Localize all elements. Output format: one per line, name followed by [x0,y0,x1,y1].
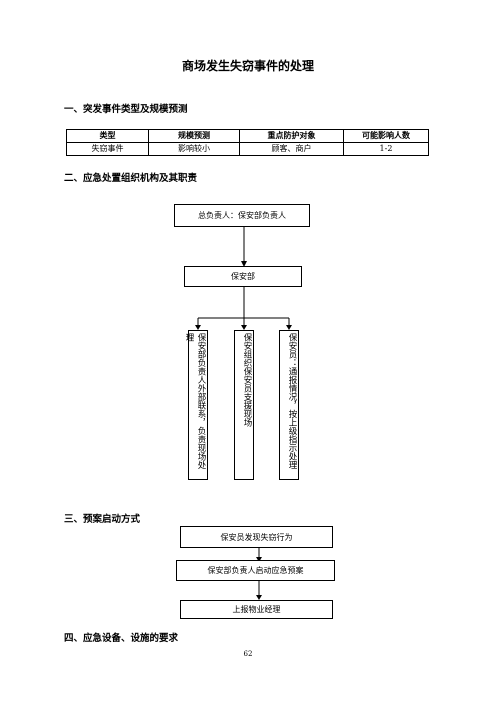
table-header-row: 类型 规模预测 重点防护对象 可能影响人数 [66,129,429,143]
duty-box-1: 保安部负责人外部联系，负责现场处理 [184,330,208,480]
table-cell: 失窃事件 [66,142,149,156]
section-heading-2: 二、应急处置组织机构及其职责 [64,173,198,184]
section-heading-3: 三、预案启动方式 [64,514,141,525]
flow-step-3-box: 上报物业经理 [180,600,333,619]
table-cell: 1-2 [343,142,429,156]
page-number: 62 [243,650,253,658]
org-middle-box: 保安部 [184,266,302,287]
table-cell: 影响较小 [148,142,240,156]
document-title: 商场发生失窃事件的处理 [181,59,314,73]
event-table: 类型 规模预测 重点防护对象 可能影响人数 失窃事件 影响较小 顾客、商户 1-… [66,129,429,156]
table-cell: 顾客、商户 [239,142,344,156]
flow-step-1-box: 保安员发现失窃行为 [180,526,333,548]
section-heading-1: 一、突发事件类型及规模预测 [64,104,188,115]
flow-step-2-box: 保安部负责人启动应急预案 [176,560,335,581]
org-top-box: 总负责人：保安部负责人 [174,204,310,227]
section-heading-4: 四、应急设备、设施的要求 [64,633,179,644]
duty-box-2: 保安组织保安员支援现场 [234,330,254,480]
duty-box-3: 保安员：通报情况，按上级指示处理 [279,330,299,480]
table-row: 失窃事件 影响较小 顾客、商户 1-2 [66,142,429,156]
